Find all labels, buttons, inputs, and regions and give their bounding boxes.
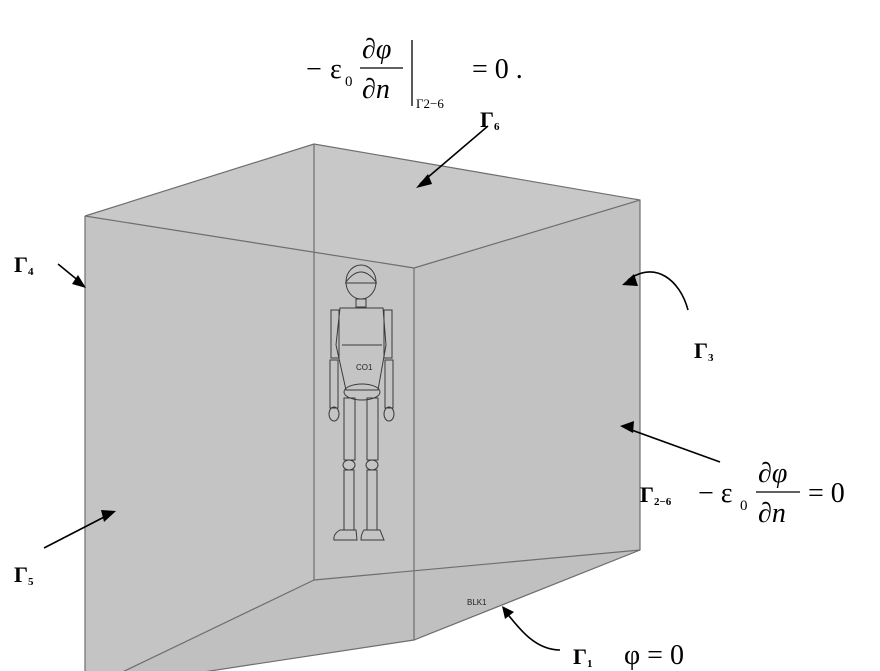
human-figure: CO1 — [328, 264, 395, 541]
gamma3-subscript: 3 — [708, 352, 714, 364]
gamma4-arrowhead — [72, 275, 86, 288]
pointer-arrows — [43, 125, 721, 651]
gamma4-label: Γ 4 — [14, 252, 34, 278]
side-eq-rhs: = 0 — [808, 478, 845, 509]
gamma1-symbol: Γ — [573, 644, 587, 669]
box-right-face — [414, 200, 640, 640]
gamma3-label: Γ 3 — [694, 338, 714, 364]
figure-body-label: CO1 — [356, 363, 373, 372]
gamma3-arrowhead — [622, 274, 638, 286]
figure-right-forearm — [384, 359, 394, 409]
top-equation: − ε 0 ∂φ ∂n Γ2−6 = 0 . — [306, 34, 523, 111]
box-edge-front-top-left — [84, 215, 415, 269]
box-floor — [124, 550, 640, 671]
gamma5-arrowhead — [101, 510, 116, 522]
bottom-equation: φ = 0 — [624, 640, 684, 671]
figure-left-upper-arm — [330, 309, 340, 359]
gamma6-subscript: 6 — [494, 121, 500, 133]
gamma5-label: Γ 5 — [14, 562, 34, 588]
box-top-face — [85, 144, 640, 268]
side-eq-numerator: ∂φ — [758, 458, 787, 489]
figure-helmet — [345, 271, 377, 284]
top-eq-epsilon: ε — [330, 54, 342, 85]
top-eq-epsilon-sub: 0 — [345, 74, 353, 90]
box-edge-front-top-right — [413, 199, 641, 269]
box-left-face — [85, 216, 414, 671]
room-box — [84, 143, 641, 671]
side-eq-denominator: ∂n — [758, 498, 786, 529]
gamma3-symbol: Γ — [694, 338, 708, 363]
figure-left-forearm — [329, 359, 339, 409]
figure-torso — [335, 307, 387, 391]
gamma26-subscript: 2−6 — [654, 496, 672, 508]
gamma3-arrow — [627, 271, 689, 311]
gamma26-label: Γ 2−6 — [640, 482, 672, 508]
box-edge-back-floor-right — [313, 549, 641, 581]
top-eq-minus: − — [306, 54, 322, 85]
top-eq-denominator: ∂n — [362, 74, 390, 105]
gamma6-arrowhead — [416, 174, 432, 188]
top-eq-subscript: Γ2−6 — [416, 96, 444, 111]
gamma6-arrow — [419, 125, 489, 185]
side-eq-minus-epsilon: − ε — [698, 478, 733, 509]
gamma1-label: Γ 1 — [573, 644, 593, 670]
figure-right-foot — [360, 529, 385, 541]
floor-block-label: BLK1 — [467, 598, 487, 607]
gamma1-arrowhead — [502, 606, 514, 619]
top-eq-rhs: = 0 . — [472, 54, 523, 85]
top-eq-numerator: ∂φ — [362, 34, 391, 65]
side-equation: − ε 0 ∂φ ∂n = 0 — [698, 458, 845, 529]
figure-pelvis — [343, 383, 381, 401]
figure-neck — [355, 298, 367, 308]
gamma1-arrow — [505, 611, 561, 651]
gamma26-arrowhead — [620, 421, 634, 433]
gamma4-symbol: Γ — [14, 252, 28, 277]
gamma5-arrow — [43, 513, 111, 549]
gamma6-label: Γ 6 — [480, 107, 500, 133]
figure-left-foot — [333, 529, 358, 541]
gamma5-symbol: Γ — [14, 562, 28, 587]
side-eq-epsilon-sub: 0 — [740, 498, 748, 514]
figure-right-hand — [383, 406, 395, 422]
figure-left-hand — [328, 406, 340, 422]
gamma26-arrow — [625, 427, 721, 463]
gamma4-subscript: 4 — [28, 266, 34, 278]
box-edge-back-floor-left — [123, 579, 315, 671]
gamma6-symbol: Γ — [480, 107, 494, 132]
gamma1-subscript: 1 — [587, 658, 593, 670]
figure-right-upper-arm — [383, 309, 393, 359]
gamma5-subscript: 5 — [28, 576, 34, 588]
gamma26-symbol: Γ — [640, 482, 654, 507]
